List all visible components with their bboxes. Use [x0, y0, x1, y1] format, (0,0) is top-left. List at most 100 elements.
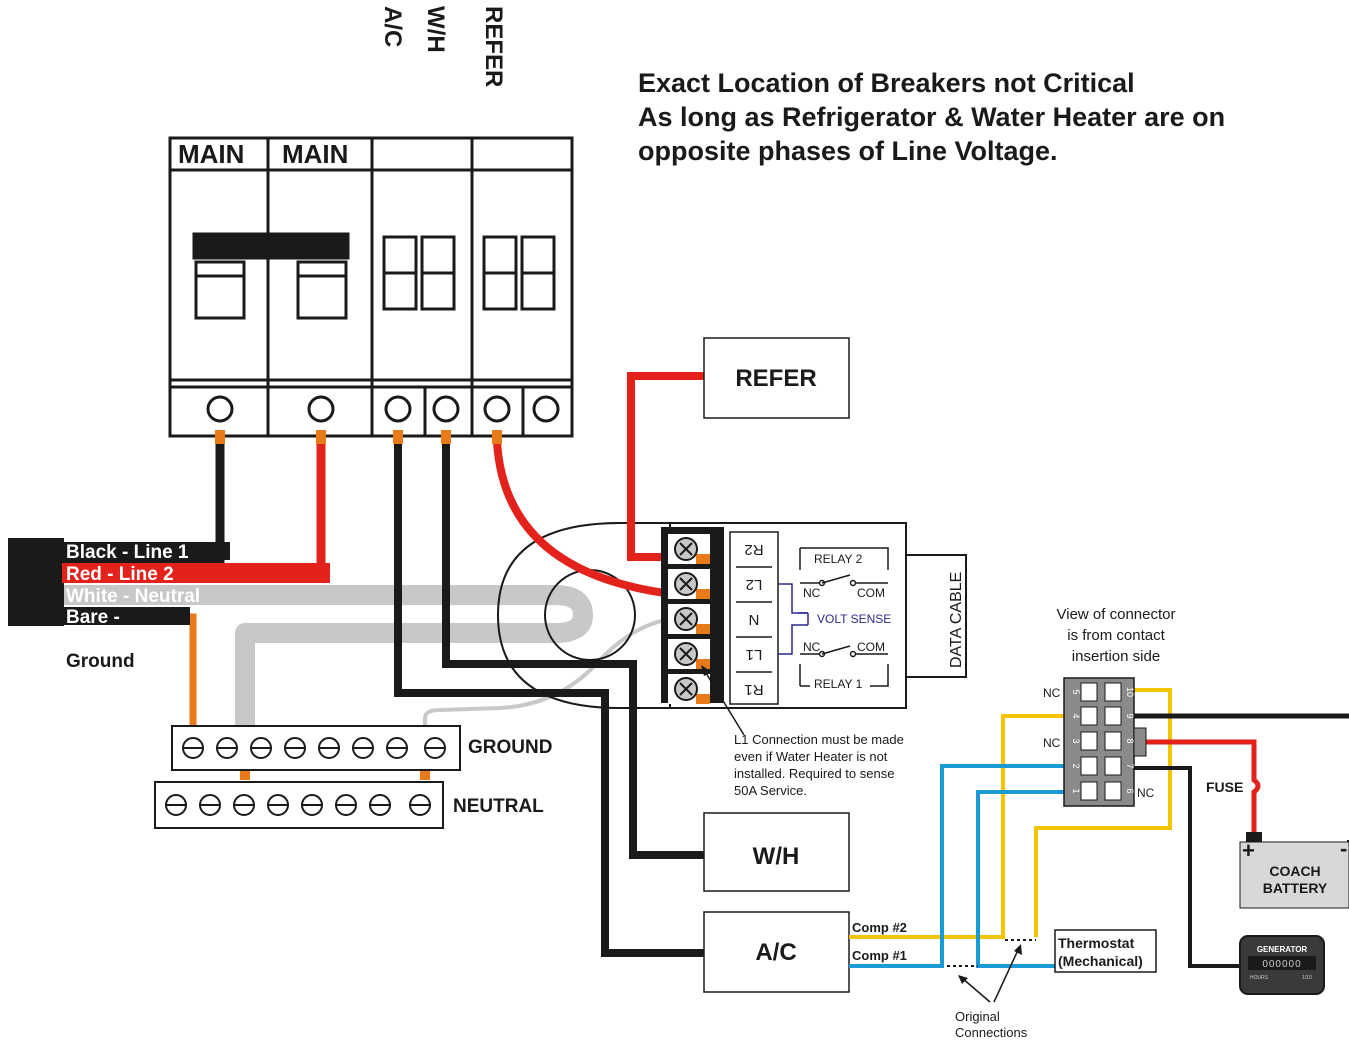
- connector-caption-1: View of connector: [1057, 606, 1176, 623]
- pin-8: 8: [1125, 738, 1135, 743]
- pin-9: 9: [1125, 713, 1135, 718]
- battery-minus: -: [1340, 836, 1347, 861]
- load-refer-label: REFER: [735, 365, 816, 392]
- generator-digits: 000000: [1262, 959, 1301, 970]
- terminal-n: N: [749, 611, 760, 628]
- pin-5: 5: [1071, 689, 1081, 694]
- breaker-main-2: MAIN: [282, 139, 348, 169]
- label-black-line1: Black - Line 1: [66, 542, 189, 563]
- phase-note: Exact Location of Breakers not Critical …: [638, 68, 1225, 166]
- note-line-3: opposite phases of Line Voltage.: [638, 136, 1058, 166]
- comp2-yellow-wire: [849, 714, 1066, 939]
- note-line-1: Exact Location of Breakers not Critical: [638, 68, 1135, 98]
- original-line-1: Original: [955, 1009, 1000, 1024]
- label-white-neutral: White - Neutral: [66, 586, 200, 607]
- connector-caption-2: is from contact: [1067, 627, 1165, 644]
- pin-7: 7: [1125, 763, 1135, 768]
- volt-sense-label: VOLT SENSE: [817, 612, 891, 626]
- pin-10: 10: [1125, 687, 1135, 697]
- l1-pointer: [705, 672, 745, 736]
- load-boxes: [703, 337, 850, 993]
- label-wh-vertical: W/H: [422, 6, 449, 53]
- l1-note-line-4: 50A Service.: [734, 783, 807, 798]
- coach-battery: [1239, 841, 1349, 909]
- ground-bar: [171, 725, 461, 771]
- generator-tenths: 1/10: [1302, 975, 1312, 981]
- breaker-panel: [168, 136, 574, 438]
- pin-1: 1: [1071, 788, 1081, 793]
- connector-block: [1063, 677, 1147, 807]
- breaker-main-1: MAIN: [178, 139, 244, 169]
- terminal-r1: R1: [744, 681, 763, 698]
- load-ac-label: A/C: [755, 939, 796, 966]
- battery-plus: +: [1242, 838, 1255, 863]
- relay2-label: RELAY 2: [814, 552, 863, 566]
- connector-pins: 5 4 3 2 1 10 9 8 7 6: [1071, 687, 1135, 794]
- thermostat-line-1: Thermostat: [1058, 935, 1135, 951]
- connector-nc-labels: NC NC NC: [1043, 686, 1155, 800]
- relay1-nc: NC: [803, 640, 821, 654]
- pin-3: 3: [1071, 738, 1081, 743]
- terminal-l2: L2: [746, 576, 763, 593]
- terminal-l1: L1: [746, 646, 763, 663]
- cable-jacket: [8, 538, 64, 626]
- nc-pin5: NC: [1043, 686, 1061, 700]
- generator-hours: HOURS: [1250, 975, 1269, 981]
- pin-2: 2: [1071, 763, 1081, 768]
- breaker-labels: A/C W/H REFER: [379, 6, 507, 87]
- thermostat-blue-wire: [976, 790, 1066, 968]
- original-arrowhead-2: [1014, 944, 1022, 955]
- neutral-bar-label: NEUTRAL: [453, 796, 544, 817]
- label-bare: Bare -: [66, 607, 120, 628]
- relay2-nc: NC: [803, 586, 821, 600]
- wire-refer-red: [493, 441, 666, 597]
- thermostat-yellow-wire: [1034, 688, 1172, 937]
- label-red-line2: Red - Line 2: [66, 564, 174, 585]
- generator-hour-meter: [1239, 935, 1325, 995]
- thermostat-box: [1054, 929, 1157, 973]
- pin-6: 6: [1125, 788, 1135, 793]
- l1-note: L1 Connection must be made even if Water…: [734, 732, 904, 798]
- pin8-red-wire: [1131, 739, 1261, 840]
- terminal-r2: R2: [744, 541, 763, 558]
- relay2-com: COM: [857, 586, 885, 600]
- l1-pointer-arrow: [701, 665, 712, 676]
- wire-wh-black: [442, 442, 704, 859]
- relay1-com: COM: [857, 640, 885, 654]
- wire-ac-black: [394, 442, 704, 957]
- battery-line-2: BATTERY: [1263, 880, 1328, 896]
- label-ground: Ground: [66, 651, 135, 672]
- generator-title: GENERATOR: [1257, 945, 1308, 954]
- original-arrows: [961, 949, 1019, 1003]
- wire-labels: Black - Line 1 Red - Line 2 White - Neut…: [62, 542, 330, 672]
- nc-pin6: NC: [1137, 786, 1155, 800]
- l1-note-line-3: installed. Required to sense: [734, 766, 894, 781]
- neutral-bar: [154, 781, 444, 829]
- comp1-blue-wire: [849, 764, 1066, 968]
- l1-note-line-2: even if Water Heater is not: [734, 749, 888, 764]
- original-arrowhead-1: [958, 975, 968, 984]
- pin7-black-wire: [1131, 766, 1240, 968]
- label-ac-vertical: A/C: [379, 6, 406, 47]
- battery-positive-terminal: [1246, 832, 1262, 842]
- comp1-label: Comp #1: [852, 948, 907, 963]
- terminal-screws: [668, 534, 710, 704]
- load-wh-label: W/H: [753, 843, 800, 870]
- l1-note-line-1: L1 Connection must be made: [734, 732, 904, 747]
- connector-caption-3: insertion side: [1072, 648, 1160, 665]
- label-refer-vertical: REFER: [480, 6, 507, 87]
- battery-line-1: COACH: [1269, 863, 1320, 879]
- breaker-headers: MAIN MAIN: [178, 139, 348, 169]
- nc-pin3: NC: [1043, 736, 1061, 750]
- original-line-2: Connections: [955, 1025, 1028, 1040]
- data-cable-label: DATA CABLE: [948, 572, 965, 668]
- white-neutral-wire: [60, 585, 593, 770]
- thermostat-line-2: (Mechanical): [1058, 953, 1143, 969]
- ground-bar-label: GROUND: [468, 737, 552, 758]
- fuse-label: FUSE: [1206, 779, 1243, 795]
- wire-r2-red: [627, 372, 704, 561]
- ground-wire: [60, 613, 197, 735]
- note-line-2: As long as Refrigerator & Water Heater a…: [638, 102, 1225, 132]
- pin-4: 4: [1071, 713, 1081, 718]
